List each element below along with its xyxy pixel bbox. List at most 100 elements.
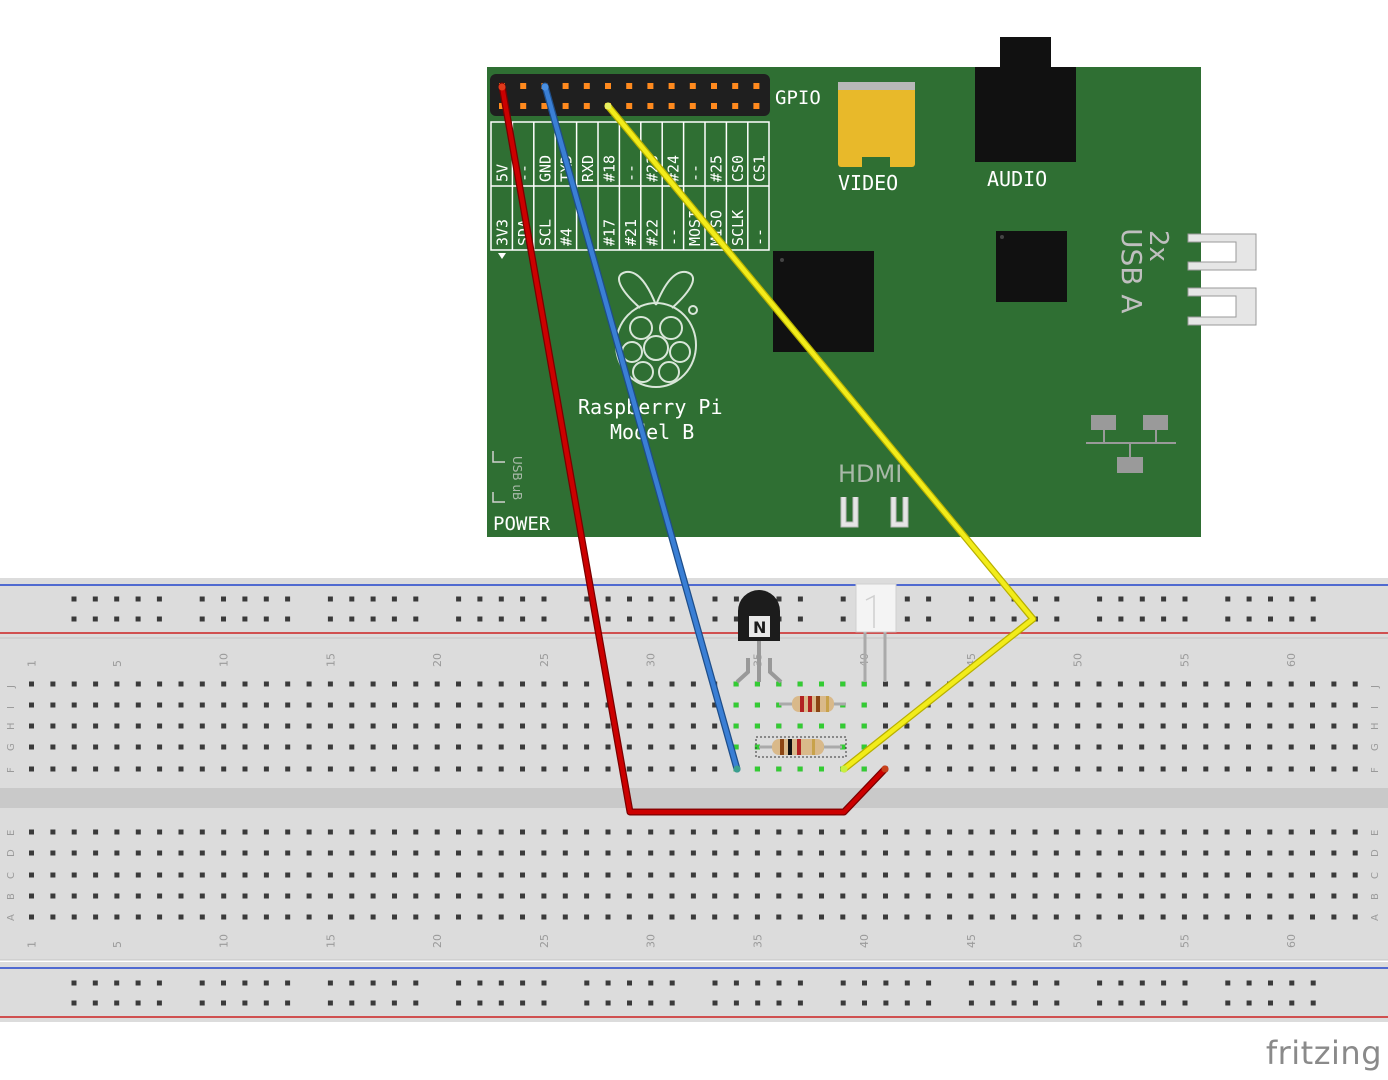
breadboard-hole — [733, 872, 739, 878]
breadboard-hole — [712, 723, 718, 729]
rail-hole — [349, 980, 355, 986]
rail-hole — [733, 1000, 739, 1006]
breadboard-hole — [1352, 702, 1358, 708]
rail-hole — [605, 1000, 611, 1006]
rail-hole — [712, 616, 718, 622]
breadboard-hole — [135, 872, 141, 878]
breadboard-hole — [1352, 914, 1358, 920]
breadboard-hole — [1352, 766, 1358, 772]
breadboard-hole — [1117, 766, 1123, 772]
breadboard-hole — [413, 681, 419, 687]
breadboard-hole — [1203, 893, 1209, 899]
breadboard-hole — [242, 829, 248, 835]
rail-hole — [456, 616, 462, 622]
breadboard-hole — [178, 829, 184, 835]
breadboard-hole — [562, 829, 568, 835]
breadboard-hole — [968, 872, 974, 878]
breadboard-hole — [221, 893, 227, 899]
led[interactable] — [855, 583, 897, 682]
rail-hole — [1161, 596, 1167, 602]
breadboard-hole — [392, 829, 397, 835]
breadboard-hole — [1096, 829, 1102, 835]
breadboard-hole — [1288, 850, 1294, 856]
column-number: 20 — [431, 653, 444, 667]
breadboard-hole — [456, 914, 461, 920]
breadboard-hole — [199, 893, 205, 899]
row-letter: C — [1370, 872, 1381, 879]
breadboard-hole — [114, 850, 120, 856]
rail-hole — [221, 596, 226, 602]
breadboard-hole — [1139, 914, 1145, 920]
breadboard-hole — [392, 744, 397, 750]
rail-hole — [71, 596, 77, 602]
breadboard-hole — [989, 893, 995, 899]
column-number: 20 — [431, 934, 444, 948]
breadboard-hole — [904, 681, 910, 687]
breadboard-hole — [1267, 893, 1273, 899]
rail-hole — [221, 616, 226, 622]
rail-hole — [199, 1000, 205, 1006]
resistor-bottom[interactable] — [755, 736, 847, 758]
breadboard-hole — [584, 723, 590, 729]
breadboard-hole — [349, 829, 355, 835]
connected-hole — [861, 766, 867, 772]
breadboard-hole — [626, 744, 632, 750]
breadboard-hole — [754, 893, 760, 899]
rail-hole — [370, 1000, 376, 1006]
wires — [498, 82, 1037, 816]
breadboard-hole — [93, 914, 99, 920]
breadboard-hole — [1117, 893, 1123, 899]
rail-hole — [1139, 980, 1145, 986]
rail-hole — [883, 980, 889, 986]
breadboard-hole — [242, 872, 248, 878]
wire-gnd[interactable] — [542, 83, 740, 772]
breadboard-hole — [29, 766, 34, 772]
breadboard-hole — [477, 872, 483, 878]
rail-hole — [498, 1000, 504, 1006]
breadboard-hole — [114, 829, 120, 835]
breadboard-hole — [178, 766, 184, 772]
gpio-pin — [583, 83, 590, 89]
rail-hole — [156, 1000, 162, 1006]
breadboard-hole — [520, 829, 525, 835]
breadboard-hole — [434, 702, 440, 708]
breadboard-hole — [135, 681, 141, 687]
rail-hole — [797, 1000, 803, 1006]
rail-hole — [1289, 1000, 1295, 1006]
breadboard-hole — [1053, 744, 1059, 750]
breadboard-hole — [925, 872, 931, 878]
breadboard-hole — [306, 829, 312, 835]
breadboard-hole — [1310, 872, 1315, 878]
breadboard-hole — [242, 723, 248, 729]
breadboard-hole — [1139, 829, 1145, 835]
breadboard-hole — [520, 702, 525, 708]
breadboard-hole — [1181, 872, 1187, 878]
rail-hole — [71, 616, 77, 622]
connected-hole — [797, 766, 803, 772]
breadboard-hole — [1011, 766, 1017, 772]
rail-hole — [391, 616, 397, 622]
breadboard-hole — [498, 914, 504, 920]
breadboard-hole — [199, 914, 205, 920]
breadboard-hole — [135, 850, 141, 856]
breadboard-hole — [1352, 723, 1358, 729]
connected-hole — [840, 723, 846, 729]
wire-5v[interactable] — [499, 83, 888, 815]
breadboard-hole — [1117, 914, 1123, 920]
breadboard-hole — [242, 744, 248, 750]
rail-hole — [648, 1000, 654, 1006]
rail-hole — [1268, 1000, 1273, 1006]
rail-hole — [477, 616, 483, 622]
breadboard-hole — [327, 702, 333, 708]
breadboard-hole — [1139, 744, 1145, 750]
rail-hole — [1310, 980, 1316, 986]
resistor-top[interactable] — [779, 696, 846, 712]
breadboard-hole — [904, 766, 910, 772]
breadboard-hole — [989, 702, 995, 708]
npn-transistor[interactable]: N — [735, 590, 783, 684]
wire-gpio18[interactable] — [605, 103, 1036, 772]
rail-hole — [755, 980, 761, 986]
breadboard-hole — [733, 850, 739, 856]
breadboard-hole — [840, 829, 846, 835]
